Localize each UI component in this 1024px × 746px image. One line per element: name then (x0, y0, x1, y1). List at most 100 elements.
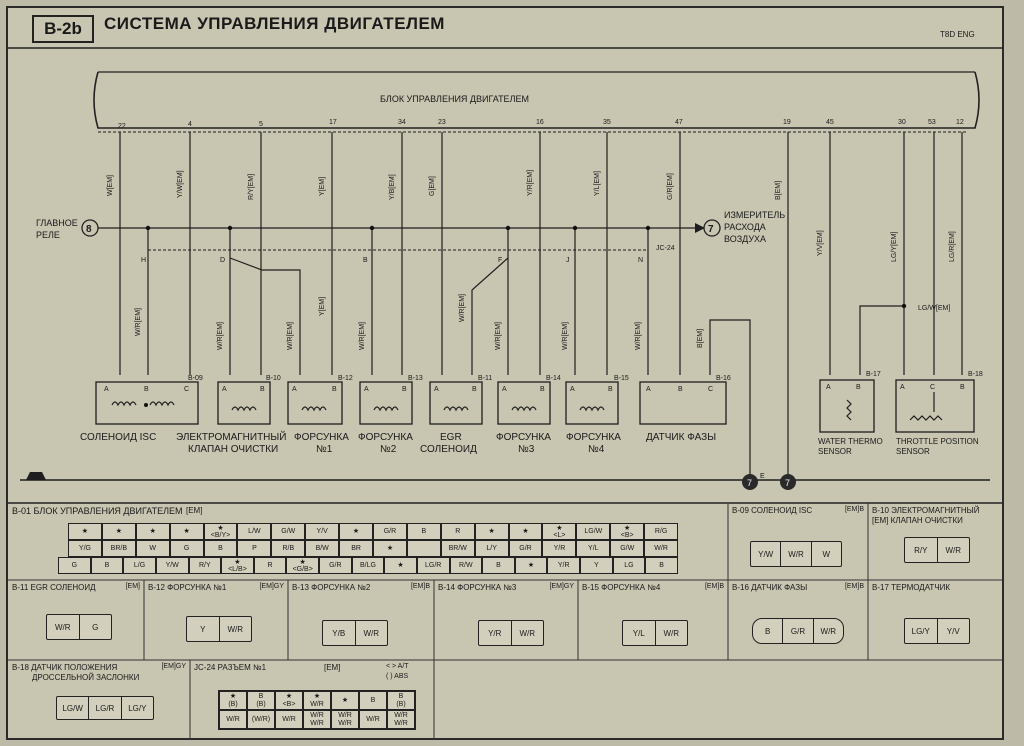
wire-label: Y/V[EM] (817, 230, 824, 256)
panel-b14: B-14 ФОРСУНКА №3 [EM]GY Y/R W/R (434, 580, 578, 660)
splice-dot (645, 225, 651, 231)
pin-22: 22 (118, 123, 126, 130)
panel-b12-title: B-12 ФОРСУНКА №1 (148, 583, 227, 592)
pin-cell: W/R (363, 628, 380, 638)
phase-ground-wire (709, 319, 751, 478)
b01-pin-cell: BR/W (440, 540, 475, 557)
pin-letter: C (708, 386, 713, 393)
ecm-wires (119, 132, 963, 478)
b01-pin-cell: Y (580, 557, 613, 574)
b09-connector: Y/W W/R W (750, 541, 842, 567)
wire-label: G[EM] (429, 176, 436, 196)
label-inj2: ФОРСУНКА (358, 432, 413, 443)
panel-b13-title: B-13 ФОРСУНКА №2 (292, 583, 371, 592)
joint-d: D (220, 257, 225, 264)
b01-pin-cell: ★ (169, 523, 204, 540)
afm-label-1: ИЗМЕРИТЕЛЬ (724, 210, 785, 220)
pin-17: 17 (329, 119, 337, 126)
jc24-pin-cell: W/R W/R (331, 710, 359, 729)
pin-letter: A (104, 386, 109, 393)
b01-pin-cell: B (406, 523, 441, 540)
joint-n: N (638, 257, 643, 264)
coil-icon (373, 406, 399, 412)
b01-pin-cell: ★ <B> (610, 523, 645, 540)
b01-pin-cell: Y/W (155, 557, 189, 574)
pin-12: 12 (956, 119, 964, 126)
pin-47: 47 (675, 119, 683, 126)
pin-45: 45 (826, 119, 834, 126)
jc24-pin-cell: ★ (331, 691, 359, 710)
jc24-pin-cell: W/R (359, 710, 387, 729)
relay-label-2: РЕЛЕ (36, 230, 60, 240)
b01-pin-cell: L/W (237, 523, 272, 540)
pin-cell: W/R (663, 628, 680, 638)
b01-pin-cell: L/G (123, 557, 156, 574)
b01-pin-cell: ★ (68, 523, 102, 540)
label-egr: СОЛЕНОИД (420, 444, 477, 455)
pin-letter: A (502, 386, 507, 393)
pin-cell: G/R (783, 619, 814, 643)
injector-3-box (497, 381, 551, 425)
components (95, 379, 975, 433)
b01-pin-cell: ★ (101, 523, 136, 540)
label-wts: WATER THERMO (818, 437, 883, 446)
panel-b14-tag: [EM]GY (549, 583, 574, 590)
panel-b10-title: B-10 ЭЛЕКТРОМАГНИТНЫЙ (872, 506, 980, 515)
wire-label: G/R[EM] (667, 173, 674, 200)
coil-tap (144, 403, 148, 407)
joint-jc24: JC-24 (656, 245, 675, 252)
b01-pin-cell: ★ (373, 540, 407, 557)
b01-pin-cell: R/Y (188, 557, 222, 574)
pin-30: 30 (898, 119, 906, 126)
pin-letter: B (260, 386, 265, 393)
wire-label: W/R[EM] (562, 322, 569, 350)
phase-sensor-box (639, 381, 727, 425)
label-inj4: ФОРСУНКА (566, 432, 621, 443)
pin-cell: W/R (227, 624, 244, 634)
panel-b17: B-17 ТЕРМОДАТЧИК LG/Y Y/V (868, 580, 1002, 660)
panel-b10-title2: [EM] КЛАПАН ОЧИСТКИ (872, 516, 963, 525)
jc24-legend-at: < > A/T (386, 663, 409, 670)
connector-id: B-14 (546, 375, 561, 382)
afm-label-3: ВОЗДУХА (724, 234, 766, 244)
panel-b18-title2: ДРОССЕЛЬНОЙ ЗАСЛОНКИ (32, 673, 140, 682)
pin-letter: A (292, 386, 297, 393)
water-thermo-box (819, 379, 875, 433)
coil-icon (301, 406, 327, 412)
pin-letter: B (332, 386, 337, 393)
connector-id: B-17 (866, 371, 881, 378)
connector-id: B-15 (614, 375, 629, 382)
b01-pin-cell: W (135, 540, 170, 557)
pin-letter: B (856, 384, 861, 391)
b01-pin-cell: B/W (305, 540, 340, 557)
b01-pin-cell (406, 540, 441, 557)
panel-jc24-title: JC-24 РАЗЪЕМ №1 (194, 663, 267, 672)
b18-connector: LG/W LG/R LG/Y (56, 696, 154, 720)
b01-pin-cell: Y/L (576, 540, 611, 557)
wire-label: Y[EM] (319, 177, 326, 196)
pin-cell: LG/R (89, 697, 122, 719)
b01-pin-cell: ★ <G/B> (286, 557, 319, 574)
pin-cell: Y/W (751, 542, 782, 566)
pin-19: 19 (783, 119, 791, 126)
splice-dot (369, 225, 375, 231)
wire-label: LG/Y[EM] (891, 232, 898, 262)
panel-b11-title: B-11 EGR СОЛЕНОИД (12, 583, 96, 592)
connector-id: B-18 (968, 371, 983, 378)
ground-number: 7 (747, 478, 752, 488)
b01-pin-cell: LG (612, 557, 646, 574)
panel-b14-title: B-14 ФОРСУНКА №3 (438, 583, 517, 592)
thermistor-icon (846, 399, 852, 421)
b01-pin-cell: ★ (474, 523, 509, 540)
splice-dot (145, 225, 151, 231)
b01-pin-cell: G/R (508, 540, 543, 557)
wts-feed (859, 305, 904, 375)
panel-b12: B-12 ФОРСУНКА №1 [EM]GY Y W/R (144, 580, 288, 660)
pin-cell: Y/B (323, 621, 356, 645)
jc24-pin-cell: ★ (B) (219, 691, 247, 710)
b01-pin-cell: Y/R (547, 557, 580, 574)
injector-4-box (565, 381, 619, 425)
